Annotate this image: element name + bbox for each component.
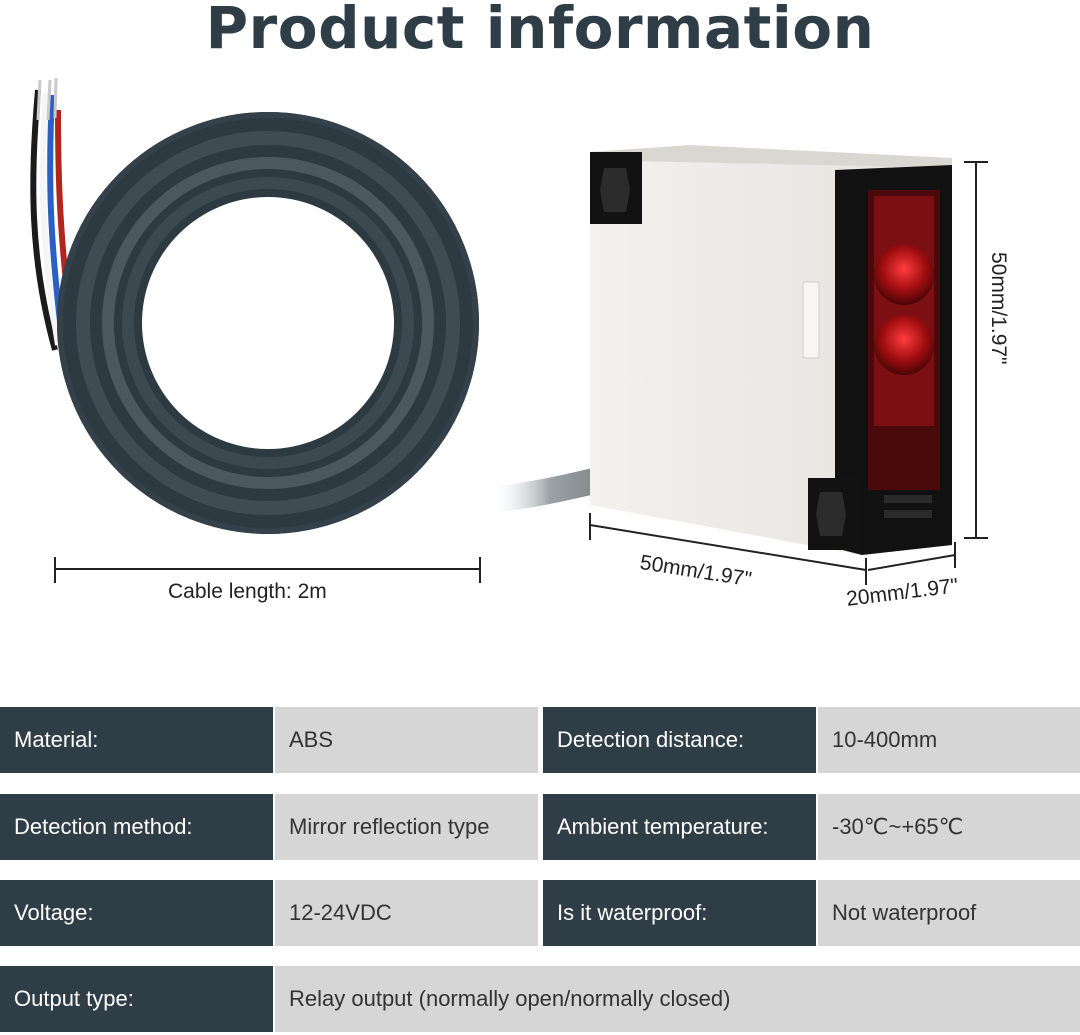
product-illustration: [30, 77, 988, 585]
cable-coil-icon: [57, 112, 479, 534]
height-caption: 50mm/1.97": [987, 252, 1010, 365]
spec-label-detection-distance: Detection distance:: [543, 707, 816, 773]
spec-value-output-type: Relay output (normally open/normally clo…: [275, 966, 1080, 1032]
spec-label-waterproof: Is it waterproof:: [543, 880, 816, 946]
width-dimension: [589, 513, 867, 585]
cable-length-caption: Cable length: 2m: [168, 580, 327, 603]
spec-value-waterproof: Not waterproof: [818, 880, 1080, 946]
cable-length-dimension: [54, 557, 481, 583]
spec-value-voltage: 12-24VDC: [275, 880, 538, 946]
spec-label-output-type: Output type:: [0, 966, 273, 1032]
spec-label-detection-method: Detection method:: [0, 794, 273, 860]
spec-label-material: Material:: [0, 707, 273, 773]
spec-value-detection-distance: 10-400mm: [818, 707, 1080, 773]
spec-value-ambient-temperature: -30℃~+65℃: [818, 794, 1080, 860]
sensor-body-icon: [590, 145, 952, 555]
spec-label-ambient-temperature: Ambient temperature:: [543, 794, 816, 860]
height-dimension: [964, 161, 988, 539]
spec-value-detection-method: Mirror reflection type: [275, 794, 538, 860]
spec-label-voltage: Voltage:: [0, 880, 273, 946]
page-title: Product information: [205, 0, 875, 62]
depth-dimension: [867, 542, 956, 571]
spec-value-material: ABS: [275, 707, 538, 773]
